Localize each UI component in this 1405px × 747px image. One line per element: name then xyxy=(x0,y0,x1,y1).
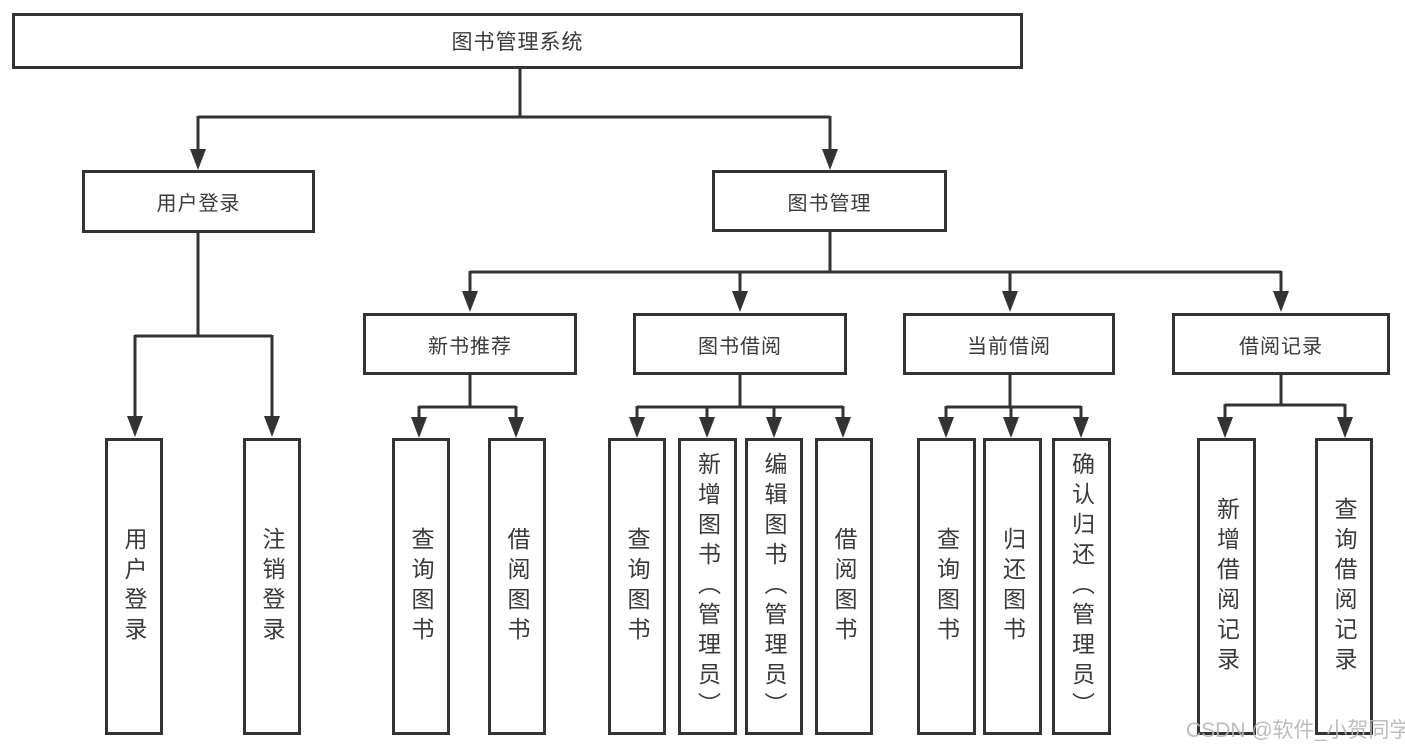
node-label: 用户登录 xyxy=(121,526,147,647)
leaf-return-book: 归还图书 xyxy=(983,438,1042,735)
node-library-management-system: 图书管理系统 xyxy=(12,13,1023,69)
node-label: 新增借阅记录 xyxy=(1213,496,1240,677)
node-label: 图书借阅 xyxy=(698,335,782,358)
node-user-login: 用户登录 xyxy=(82,170,315,233)
node-label: 当前借阅 xyxy=(967,335,1051,358)
node-label: 用户登录 xyxy=(156,193,241,215)
node-label: 编辑图书（管理员） xyxy=(761,451,787,722)
node-book-borrow: 图书借阅 xyxy=(633,313,847,375)
node-label: 借阅图书 xyxy=(831,526,857,647)
node-label: 查询图书 xyxy=(408,526,434,647)
leaf-add-borrow-record: 新增借阅记录 xyxy=(1197,438,1256,735)
leaf-borrow-books-recommend: 借阅图书 xyxy=(488,438,546,735)
node-label: 归还图书 xyxy=(999,526,1026,647)
node-label: 借阅图书 xyxy=(504,526,530,647)
node-label: 借阅记录 xyxy=(1239,335,1323,358)
node-label: 新增图书（管理员） xyxy=(694,451,721,722)
leaf-query-borrow-record: 查询借阅记录 xyxy=(1315,438,1373,735)
node-book-management: 图书管理 xyxy=(712,170,947,232)
node-label: 图书管理系统 xyxy=(451,31,584,54)
node-label: 注销登录 xyxy=(259,526,285,647)
leaf-query-books-recommend: 查询图书 xyxy=(392,438,450,735)
node-label: 确认归还（管理员） xyxy=(1068,451,1095,722)
node-label: 查询图书 xyxy=(624,526,650,647)
leaf-borrow-books-borrow: 借阅图书 xyxy=(815,438,873,735)
node-label: 新书推荐 xyxy=(428,335,512,358)
node-borrow-records: 借阅记录 xyxy=(1172,313,1390,375)
arrowheads xyxy=(127,149,1353,438)
node-label: 图书管理 xyxy=(787,192,872,215)
leaf-add-book-admin: 新增图书（管理员） xyxy=(678,438,737,735)
leaf-user-login: 用户登录 xyxy=(105,438,163,735)
node-label: 查询图书 xyxy=(933,526,960,647)
leaf-query-books-current: 查询图书 xyxy=(917,438,976,735)
leaf-confirm-return-admin: 确认归还（管理员） xyxy=(1052,438,1111,735)
node-label: 查询借阅记录 xyxy=(1331,496,1357,677)
leaf-edit-book-admin: 编辑图书（管理员） xyxy=(745,438,803,735)
node-current-borrow: 当前借阅 xyxy=(903,313,1115,375)
leaf-logout-login: 注销登录 xyxy=(243,438,301,735)
leaf-query-books-borrow: 查询图书 xyxy=(608,438,666,735)
node-new-book-recommend: 新书推荐 xyxy=(363,313,577,375)
csdn-watermark: CSDN @软件_小贺同学 xyxy=(1186,719,1405,742)
